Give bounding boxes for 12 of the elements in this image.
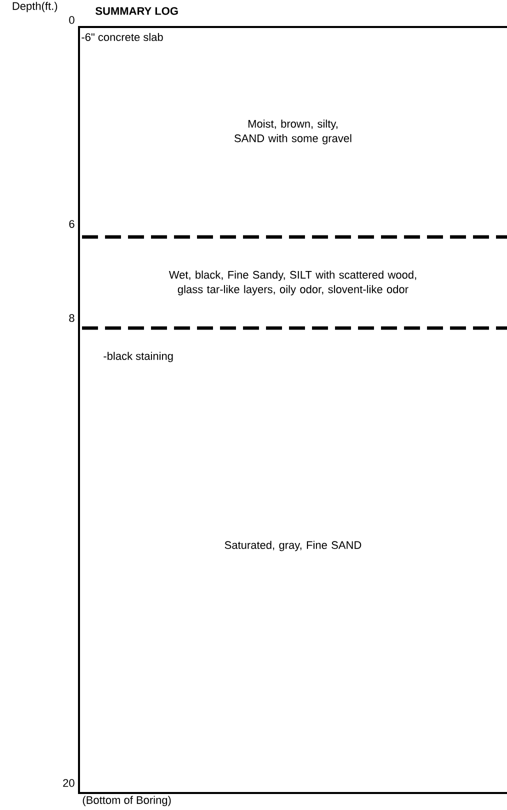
boring-end-note: (Bottom of Boring) <box>82 796 171 806</box>
layer-note: -6" concrete slab <box>82 32 163 42</box>
axis-title: Depth(ft.) <box>12 2 58 12</box>
depth-tick: 6 <box>69 220 74 228</box>
depth-tick: 20 <box>63 779 74 787</box>
depth-tick: 8 <box>69 314 74 322</box>
layer-note: -black staining <box>104 352 173 362</box>
depth-tick: 0 <box>69 16 74 24</box>
layer-description: Moist, brown, silty, SAND with some gravel <box>234 120 352 144</box>
layer-description: Wet, black, Fine Sandy, SILT with scattered wood, glass tar-like layers, oily odor, slovent-like odor <box>168 270 416 296</box>
layer-description: Saturated, gray, Fine SAND <box>224 540 362 552</box>
title: SUMMARY LOG <box>96 7 178 15</box>
